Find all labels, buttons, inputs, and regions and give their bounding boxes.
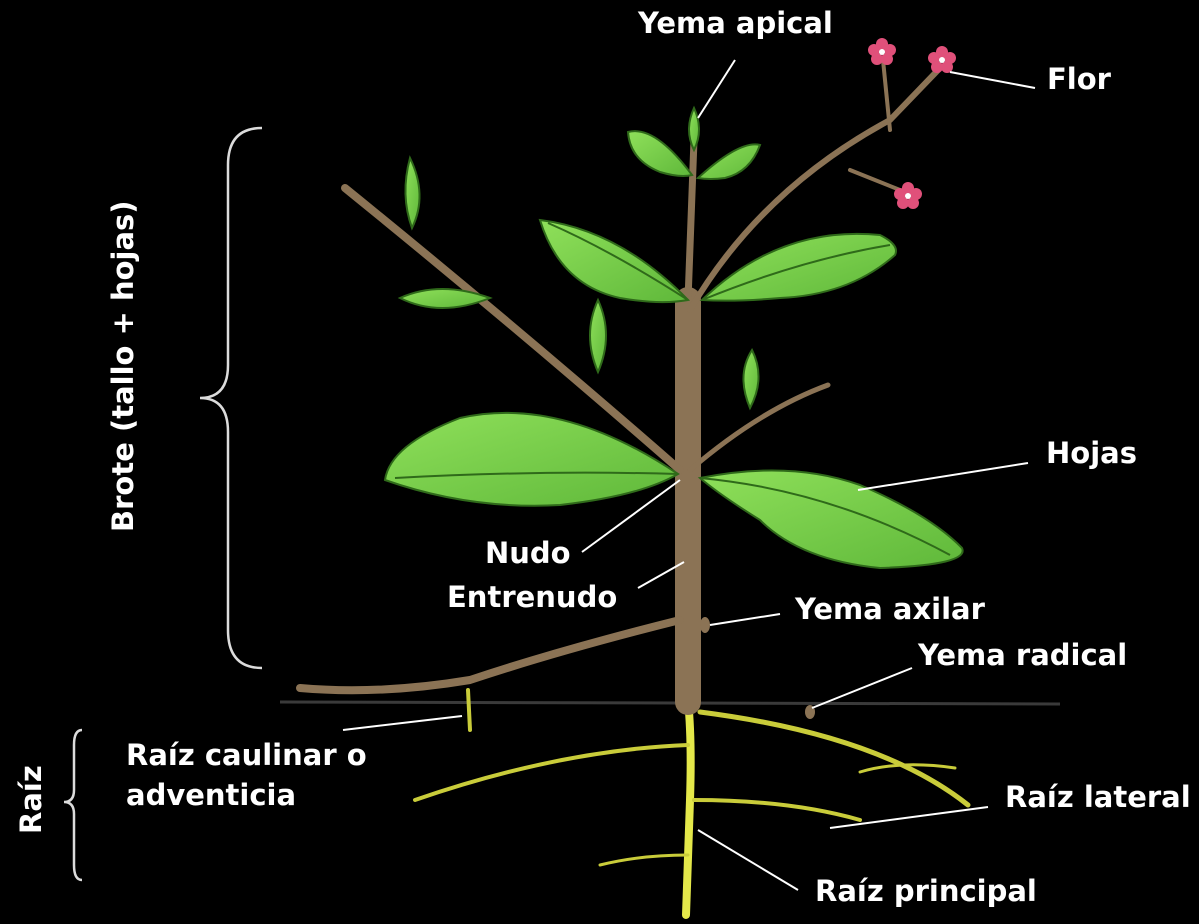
lateral-root-left-2 xyxy=(598,853,690,867)
leader-lines xyxy=(342,59,1036,891)
leaves xyxy=(383,105,964,570)
ground-line xyxy=(279,700,1061,706)
flowers xyxy=(868,38,956,209)
label-flor: Flor xyxy=(1047,62,1111,96)
label-raiz-principal: Raíz principal xyxy=(815,874,1037,908)
leaf-small-4 xyxy=(742,347,760,411)
flower-stem-1 xyxy=(881,58,892,132)
roots xyxy=(413,688,971,919)
brote-brace xyxy=(199,126,263,670)
leaf-big-right xyxy=(697,469,964,570)
label-raiz: Raíz xyxy=(14,765,48,834)
flower-3 xyxy=(894,182,922,209)
left-branch xyxy=(341,184,684,474)
lateral-root-right-2 xyxy=(692,798,862,822)
right-branch xyxy=(687,65,943,313)
label-brote: Brote (tallo + hojas) xyxy=(106,200,140,532)
flower-stem-2 xyxy=(848,168,907,194)
line-hojas xyxy=(857,462,1029,491)
label-entrenudo: Entrenudo xyxy=(447,580,618,614)
label-raiz-caulinar-2: adventicia xyxy=(126,778,297,812)
stems xyxy=(296,58,943,715)
line-raiz-lateral xyxy=(829,806,989,829)
leaf-mid-left xyxy=(538,218,691,304)
leaf-small-1 xyxy=(404,155,421,231)
creeping-stem xyxy=(296,616,684,695)
line-yema-radical xyxy=(811,667,913,709)
flower-1 xyxy=(868,38,896,65)
label-raiz-lateral: Raíz lateral xyxy=(1005,780,1191,814)
main-root xyxy=(682,696,695,919)
label-nudo: Nudo xyxy=(485,536,571,570)
leaf-small-3 xyxy=(589,297,607,375)
apical-bud xyxy=(688,105,700,153)
label-raiz-caulinar-1: Raíz caulinar o xyxy=(126,738,367,772)
adventitious-root xyxy=(466,688,472,732)
line-yema-axilar xyxy=(709,613,781,626)
raiz-brace xyxy=(63,728,83,882)
label-hojas: Hojas xyxy=(1046,436,1137,470)
label-yema-axilar: Yema axilar xyxy=(795,592,985,626)
lateral-root-left-1 xyxy=(413,743,690,802)
flower-2 xyxy=(928,46,956,73)
leaf-big-left xyxy=(383,411,680,507)
line-entrenudo xyxy=(637,561,685,589)
lateral-root-right-1 xyxy=(697,709,971,808)
axillary-bud xyxy=(700,617,710,633)
right-lower-branch xyxy=(687,382,831,473)
line-nudo xyxy=(581,479,681,553)
leaf-top-right xyxy=(695,143,762,180)
upper-stem xyxy=(684,136,698,304)
line-raiz-principal xyxy=(697,829,799,891)
leaf-top-left xyxy=(626,130,694,177)
label-yema-apical: Yema apical xyxy=(638,6,833,40)
lateral-root-right-3 xyxy=(858,763,957,774)
label-yema-radical: Yema radical xyxy=(918,638,1128,672)
line-yema-apical xyxy=(697,59,736,119)
line-raiz-caulinar xyxy=(342,715,463,731)
leaf-small-2 xyxy=(397,288,493,309)
leaf-mid-right xyxy=(699,232,897,302)
line-flor xyxy=(949,71,1036,89)
